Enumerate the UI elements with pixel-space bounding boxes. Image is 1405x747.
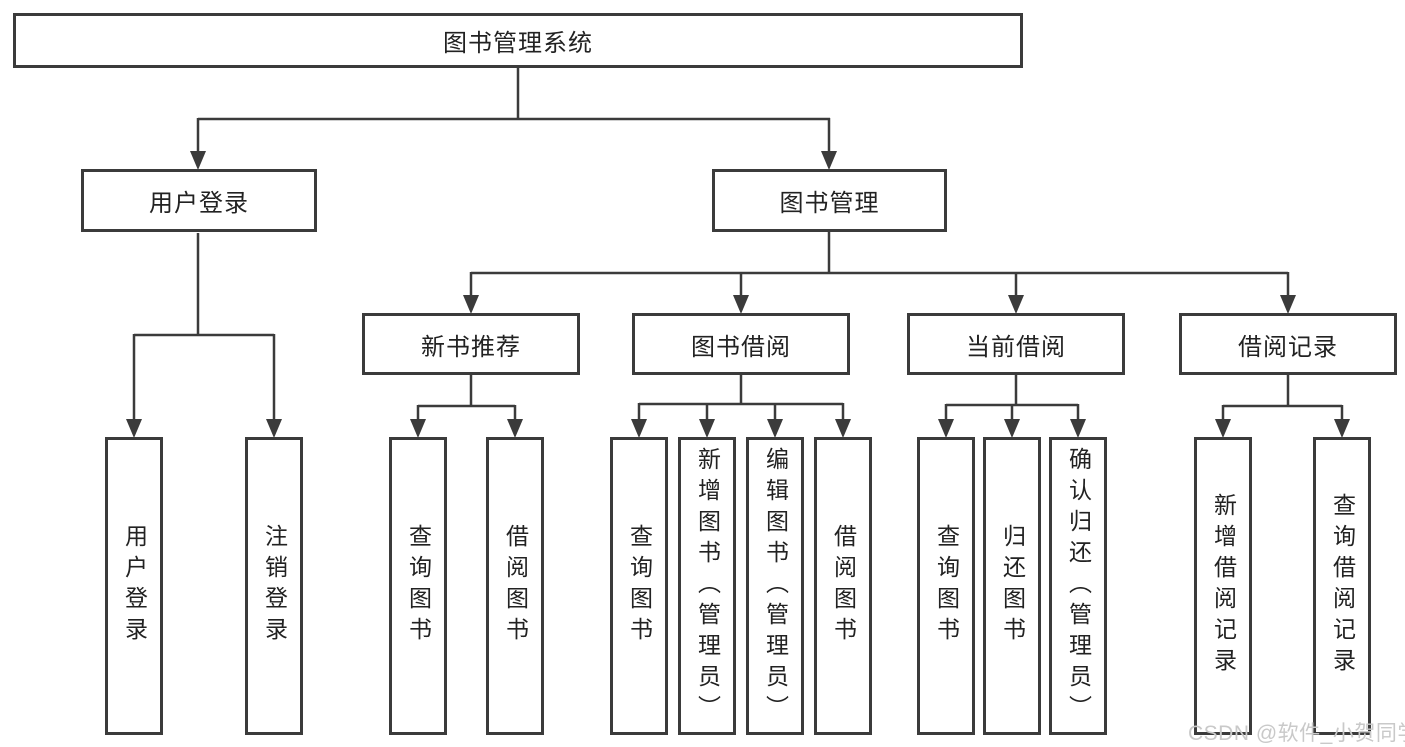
- node-label: 查询图书: [933, 524, 960, 648]
- node-current-borrowing: 当前借阅: [907, 313, 1125, 375]
- arrow-down-icon: [767, 419, 783, 438]
- node-label: 注销登录: [261, 524, 288, 648]
- node-label: 借阅图书: [830, 524, 857, 648]
- node-label: 编辑图书（管理员）: [762, 446, 789, 726]
- node-library-management-system: 图书管理系统: [13, 13, 1023, 68]
- leaf-add-borrow-record: 新增借阅记录: [1194, 437, 1252, 735]
- arrow-down-icon: [463, 295, 479, 314]
- node-label: 借阅图书: [502, 524, 529, 648]
- node-book-borrowing: 图书借阅: [632, 313, 850, 375]
- csdn-watermark: CSDN @软件_小贺同学: [1188, 722, 1405, 745]
- arrow-down-icon: [699, 419, 715, 438]
- arrow-down-icon: [733, 295, 749, 314]
- node-label: 查询图书: [626, 524, 653, 648]
- arrow-down-icon: [938, 419, 954, 438]
- node-label: 新增借阅记录: [1210, 493, 1237, 679]
- node-label: 用户登录: [149, 190, 249, 217]
- node-label: 新书推荐: [421, 333, 521, 361]
- node-label: 当前借阅: [966, 333, 1066, 361]
- node-borrowing-records: 借阅记录: [1179, 313, 1397, 375]
- node-label: 确认归还（管理员）: [1065, 446, 1092, 726]
- arrow-down-icon: [1280, 295, 1296, 314]
- leaf-user-login: 用户登录: [105, 437, 163, 735]
- leaf-confirm-return-admin: 确认归还（管理员）: [1049, 437, 1107, 735]
- arrow-down-icon: [1070, 419, 1086, 438]
- arrow-down-icon: [507, 419, 523, 438]
- leaf-borrow-query-books: 查询图书: [610, 437, 668, 735]
- node-label: 图书管理系统: [443, 30, 593, 57]
- arrow-down-icon: [126, 419, 142, 438]
- leaf-recommend-query-books: 查询图书: [389, 437, 447, 735]
- arrow-down-icon: [631, 419, 647, 438]
- node-label: 图书借阅: [691, 333, 791, 361]
- node-label: 借阅记录: [1238, 333, 1338, 361]
- arrow-down-icon: [1004, 419, 1020, 438]
- arrow-down-icon: [266, 419, 282, 438]
- node-label: 查询图书: [405, 524, 432, 648]
- arrow-down-icon: [1008, 295, 1024, 314]
- node-label: 查询借阅记录: [1329, 493, 1356, 679]
- arrow-down-icon: [190, 151, 206, 170]
- node-label: 归还图书: [999, 524, 1026, 648]
- leaf-logout: 注销登录: [245, 437, 303, 735]
- arrow-down-icon: [410, 419, 426, 438]
- leaf-borrow-books: 借阅图书: [814, 437, 872, 735]
- node-label: 图书管理: [779, 190, 880, 217]
- node-label: 新增图书（管理员）: [694, 446, 721, 726]
- leaf-recommend-borrow-books: 借阅图书: [486, 437, 544, 735]
- arrow-down-icon: [821, 151, 837, 170]
- node-user-login: 用户登录: [81, 169, 317, 232]
- arrow-down-icon: [1334, 419, 1350, 438]
- arrow-down-icon: [1215, 419, 1231, 438]
- leaf-add-books-admin: 新增图书（管理员）: [678, 437, 736, 735]
- node-book-management: 图书管理: [712, 169, 947, 232]
- leaf-return-books: 归还图书: [983, 437, 1041, 735]
- arrow-down-icon: [835, 419, 851, 438]
- node-new-book-recommendation: 新书推荐: [362, 313, 580, 375]
- leaf-edit-books-admin: 编辑图书（管理员）: [746, 437, 804, 735]
- node-label: 用户登录: [121, 524, 148, 648]
- leaf-current-query-books: 查询图书: [917, 437, 975, 735]
- leaf-query-borrow-record: 查询借阅记录: [1313, 437, 1371, 735]
